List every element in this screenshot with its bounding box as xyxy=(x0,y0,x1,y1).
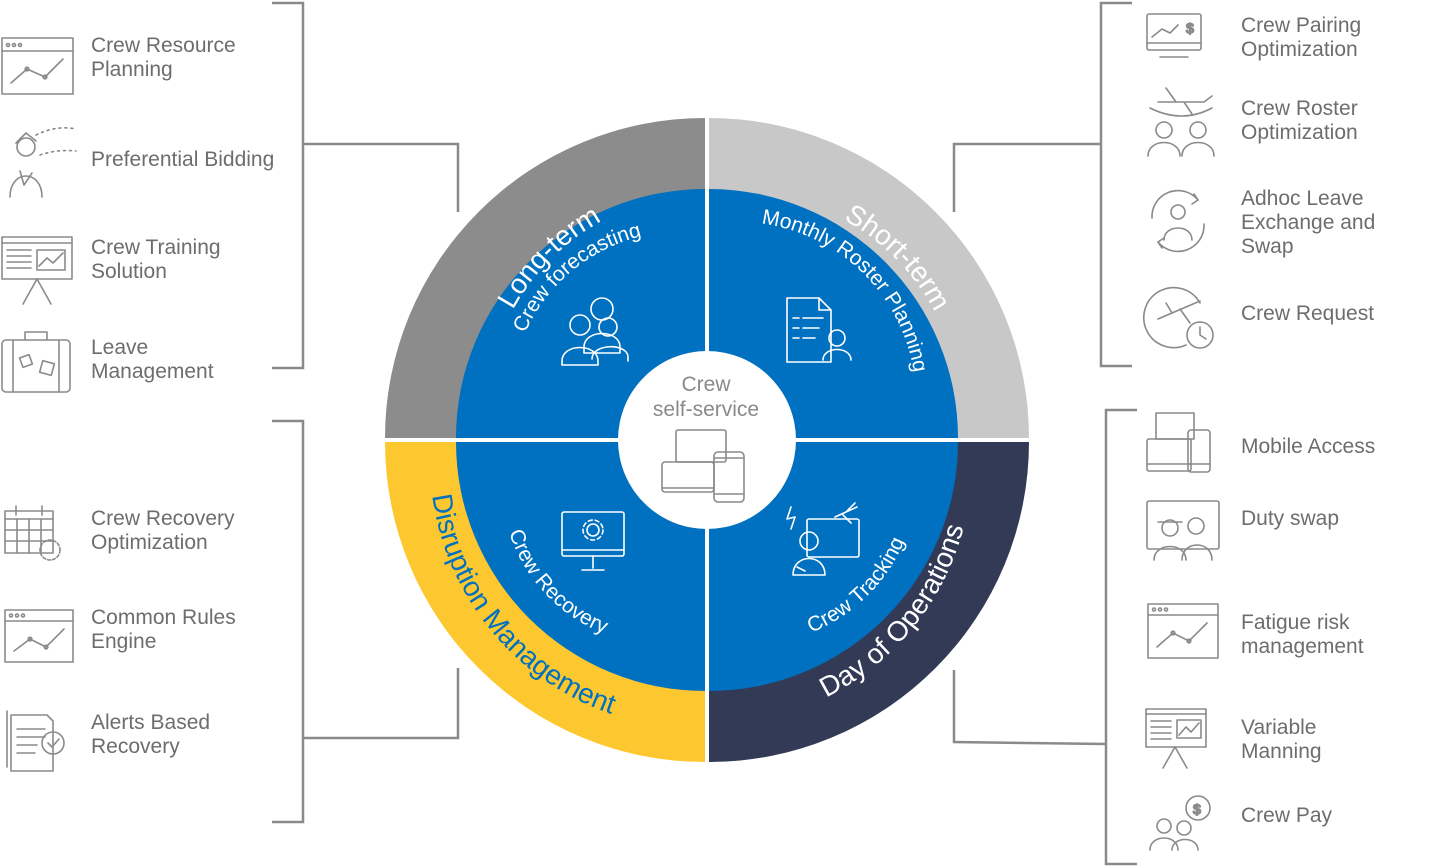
label-crew-pairing: Crew Pairing Optimization xyxy=(1241,14,1361,62)
crew-bidding-icon xyxy=(6,125,78,199)
crew-dollar-icon: $ xyxy=(1148,794,1214,852)
label-line: Optimization xyxy=(91,531,208,554)
label-line: Variable xyxy=(1241,716,1317,739)
label-line: Preferential Bidding xyxy=(91,148,275,171)
label-common-rules-engine: Common Rules Engine xyxy=(91,606,236,654)
devices-icon xyxy=(660,428,746,504)
inner-segment-recovery xyxy=(456,442,705,691)
label-mobile-access: Mobile Access xyxy=(1241,435,1375,459)
label-fatigue-risk: Fatigue risk management xyxy=(1241,611,1364,659)
label-crew-roster: Crew Roster Optimization xyxy=(1241,97,1358,145)
label-line: Recovery xyxy=(91,735,180,758)
label-line: Engine xyxy=(91,630,157,653)
label-crew-resource-planning: Crew Resource Planning xyxy=(91,34,236,82)
inner-segment-tracking xyxy=(709,442,958,691)
label-line: Crew Recovery xyxy=(91,507,235,530)
center-label-line2: self-service xyxy=(652,398,760,421)
roster-document-icon xyxy=(785,296,855,364)
label-line: Duty swap xyxy=(1241,507,1340,530)
chart-window-icon xyxy=(1,37,74,95)
crew-plane-icon xyxy=(1146,84,1216,158)
label-variable-manning: Variable Manning xyxy=(1241,716,1322,764)
label-line: Mobile Access xyxy=(1241,435,1376,458)
label-crew-request: Crew Request xyxy=(1241,302,1374,326)
crew-swap-icon xyxy=(1142,188,1214,254)
label-adhoc-leave: Adhoc Leave Exchange and Swap xyxy=(1241,187,1375,259)
svg-text:$: $ xyxy=(1186,20,1194,36)
label-line: management xyxy=(1241,635,1364,658)
label-line: Leave xyxy=(91,336,149,359)
label-line: Common Rules xyxy=(91,606,236,629)
label-line: Adhoc Leave xyxy=(1241,187,1364,210)
label-line: Manning xyxy=(1241,740,1322,763)
center-label: Crew self-service xyxy=(620,372,792,422)
label-line: Planning xyxy=(91,58,173,81)
label-line: Alerts Based xyxy=(91,711,211,734)
chart-window-icon xyxy=(1147,603,1219,659)
presentation-board-icon xyxy=(1145,708,1207,770)
svg-text:$: $ xyxy=(1193,801,1201,817)
label-line: Fatigue risk xyxy=(1241,611,1350,634)
monitor-dollar-icon: $ xyxy=(1146,13,1202,59)
label-line: Crew Resource xyxy=(91,34,236,57)
monitor-gear-icon xyxy=(560,510,626,574)
label-line: Management xyxy=(91,360,214,383)
crew-screen-icon xyxy=(1146,500,1220,562)
inner-segment-forecasting xyxy=(456,189,705,438)
chart-window-icon xyxy=(4,609,74,663)
connector-lines xyxy=(272,1,1137,866)
label-line: Crew Training xyxy=(91,236,221,259)
label-line: Optimization xyxy=(1241,121,1358,144)
label-line: Solution xyxy=(91,260,167,283)
center-label-line1: Crew xyxy=(681,373,731,396)
presentation-board-icon xyxy=(1,236,73,306)
crew-tracking-icon xyxy=(785,502,861,579)
crew-group-icon xyxy=(552,295,632,367)
label-line: Optimization xyxy=(1241,38,1358,61)
checklist-document-icon xyxy=(5,709,67,773)
label-line: Crew Roster xyxy=(1241,97,1358,120)
label-line: Crew Pay xyxy=(1241,804,1333,827)
label-crew-pay: Crew Pay xyxy=(1241,804,1332,828)
label-crew-recovery-optimization: Crew Recovery Optimization xyxy=(91,507,235,555)
plane-clock-icon xyxy=(1142,285,1216,351)
calendar-icon xyxy=(4,505,62,563)
label-preferential-bidding: Preferential Bidding xyxy=(91,148,274,172)
label-line: Crew Pairing xyxy=(1241,14,1362,37)
label-line: Crew Request xyxy=(1241,302,1375,325)
label-duty-swap: Duty swap xyxy=(1241,507,1339,531)
label-leave-management: Leave Management xyxy=(91,336,214,384)
devices-icon xyxy=(1146,412,1212,474)
label-crew-training: Crew Training Solution xyxy=(91,236,221,284)
label-line: Exchange and xyxy=(1241,211,1376,234)
label-line: Swap xyxy=(1241,235,1294,258)
inner-segment-roster xyxy=(709,189,958,438)
label-alerts-based-recovery: Alerts Based Recovery xyxy=(91,711,210,759)
suitcase-icon xyxy=(1,330,71,393)
